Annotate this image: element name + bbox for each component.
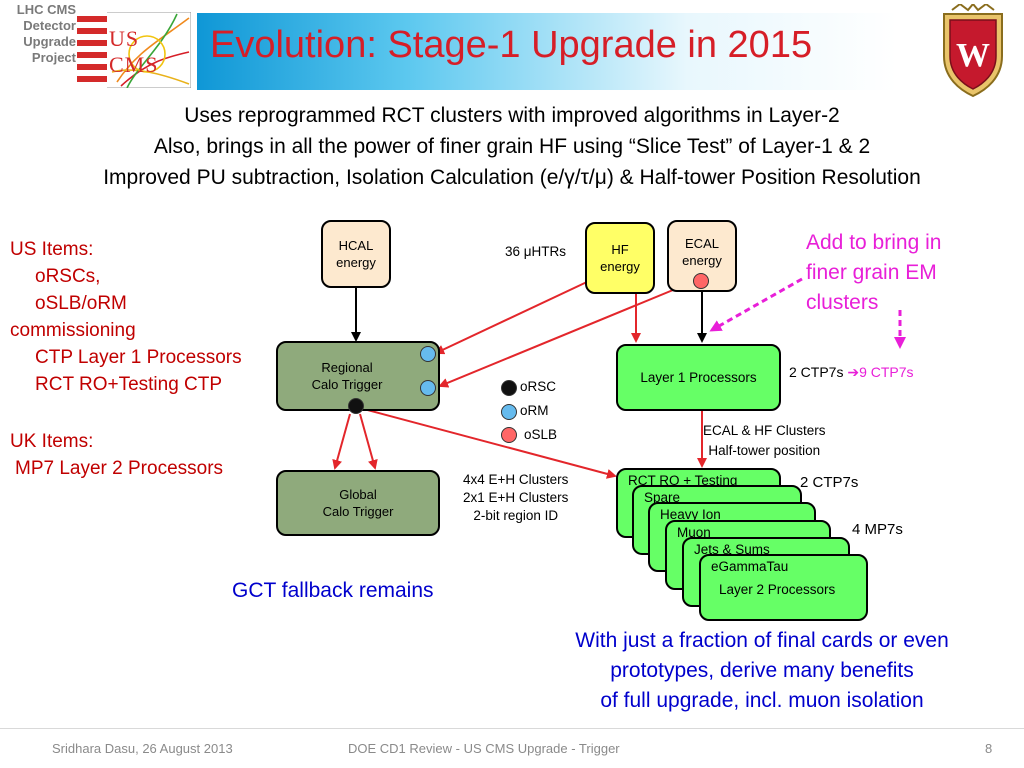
add-fine-grain-arrow — [709, 277, 803, 332]
orm-dot-icon — [420, 380, 436, 396]
footer-author: Sridhara Dasu, 26 August 2013 — [52, 741, 233, 756]
uscms-logo: US CMS — [76, 11, 192, 89]
footer-event: DOE CD1 Review - US CMS Upgrade - Trigge… — [348, 741, 620, 756]
hf-to-rct-arrow — [434, 280, 590, 355]
flag-stripes-icon — [77, 12, 107, 88]
cluster-info-label: 4x4 E+H Clusters 2x1 E+H Clusters 2-bit … — [463, 472, 569, 523]
ctp7-right-label: 2 CTP7s — [800, 474, 859, 491]
rct-to-layer2-arrow — [359, 407, 617, 479]
svg-text:W: W — [956, 37, 990, 74]
layer1-processors-box: Layer 1 Processors — [616, 344, 781, 411]
orm-dot-icon — [420, 346, 436, 362]
uhtrs-label: 36 μHTRs — [505, 244, 567, 259]
page-title: Evolution: Stage-1 Upgrade in 2015 — [210, 24, 813, 66]
particle-tracks-icon — [111, 13, 190, 89]
gct-fallback-note: GCT fallback remains — [232, 579, 434, 602]
footer-divider — [0, 728, 1024, 729]
bullet-line: Also, brings in all the power of finer g… — [153, 135, 871, 158]
summary-bullets: Uses reprogrammed RCT clusters with impr… — [0, 100, 1024, 193]
bullet-line: Uses reprogrammed RCT clusters with impr… — [184, 104, 840, 127]
legend-oslb-icon — [501, 427, 517, 443]
ecal-hf-clusters-label: ECAL & HF Clusters Half-tower position — [703, 423, 826, 458]
stack-card-egammatau: eGammaTau Layer 2 Processors — [699, 554, 868, 621]
mp7-count-label: 4 MP7s — [852, 521, 903, 538]
add-grain-note: Add to bring in finer grain EM clusters — [806, 231, 942, 314]
benefits-note: With just a fraction of final cards or e… — [575, 629, 949, 712]
page-number: 8 — [985, 741, 993, 756]
title-bar — [197, 13, 897, 90]
uk-items-list: UK Items: MP7 Layer 2 Processors — [10, 431, 224, 479]
logo-text: US CMS — [109, 26, 159, 77]
ctp7-count-label: 2 CTP7s ➔9 CTP7s — [789, 364, 914, 380]
rct-to-gct-arrow-left — [332, 413, 351, 470]
layer2-processors-label: Layer 2 Processors — [719, 582, 836, 597]
ecal-to-rct-arrow — [438, 282, 691, 388]
rct-to-gct-arrow-right — [359, 413, 378, 470]
us-items-list: US Items: oRSCs, oSLB/oRM commissioning … — [10, 239, 242, 395]
project-label: LHC CMS Detector Upgrade Project — [16, 2, 76, 65]
right-arrow-icon: ➔ — [847, 364, 860, 380]
oslb-dot-icon — [693, 273, 709, 289]
legend-orsc-icon — [501, 380, 517, 396]
bullet-line: Improved PU subtraction, Isolation Calcu… — [103, 166, 921, 189]
legend-orm-icon — [501, 404, 517, 420]
orsc-dot-icon — [348, 398, 364, 414]
university-crest-icon: W — [940, 2, 1006, 98]
